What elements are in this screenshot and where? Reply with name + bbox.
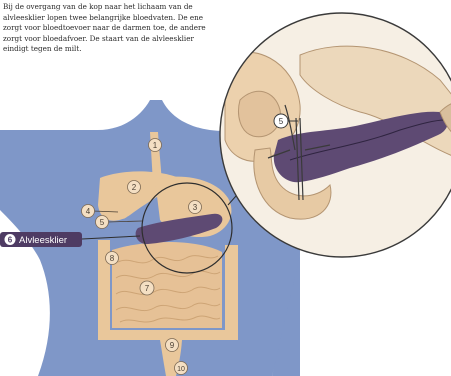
small-intestine (112, 242, 222, 328)
legend-item: 8: Dikke darm (300, 327, 410, 336)
svg-text:7: 7 (145, 284, 150, 293)
legend-item: 7: Dunne darm (300, 318, 410, 327)
legend-item: 10: Anus (300, 344, 410, 353)
marker-7: 7 (140, 281, 154, 295)
gallbladder (116, 209, 128, 219)
svg-text:10: 10 (177, 366, 185, 373)
legend-item: 5: Galweg (300, 300, 410, 309)
svg-text:5: 5 (279, 117, 284, 126)
marker-9: 9 (166, 339, 179, 352)
marker-10: 10 (175, 362, 188, 375)
svg-text:5: 5 (100, 218, 105, 227)
legend-item: 4: Galblaas (300, 291, 410, 300)
svg-text:2: 2 (132, 183, 137, 192)
svg-text:Alvleesklier: Alvleesklier (19, 235, 67, 246)
svg-text:6: 6 (8, 236, 13, 245)
marker-1: 1 (149, 139, 162, 152)
svg-text:3: 3 (193, 203, 198, 212)
svg-text:1: 1 (153, 141, 158, 150)
legend-item-highlighted: 6: Alvleesklier (300, 309, 410, 318)
legend-item: 1: Slokdarm (300, 265, 410, 274)
svg-text:4: 4 (86, 207, 91, 216)
svg-text:9: 9 (170, 341, 175, 350)
legend: 1: Slokdarm 2: Lever 3: Maag 4: Galblaas… (300, 265, 410, 353)
svg-text:8: 8 (110, 254, 115, 263)
legend-item: 2: Lever (300, 274, 410, 283)
zoom-gallbladder (239, 91, 281, 136)
marker-3: 3 (189, 201, 202, 214)
legend-item: 9: Endeldarm (300, 335, 410, 344)
marker-8: 8 (106, 252, 119, 265)
legend-item: 3: Maag (300, 283, 410, 292)
marker-2: 2 (128, 181, 141, 194)
